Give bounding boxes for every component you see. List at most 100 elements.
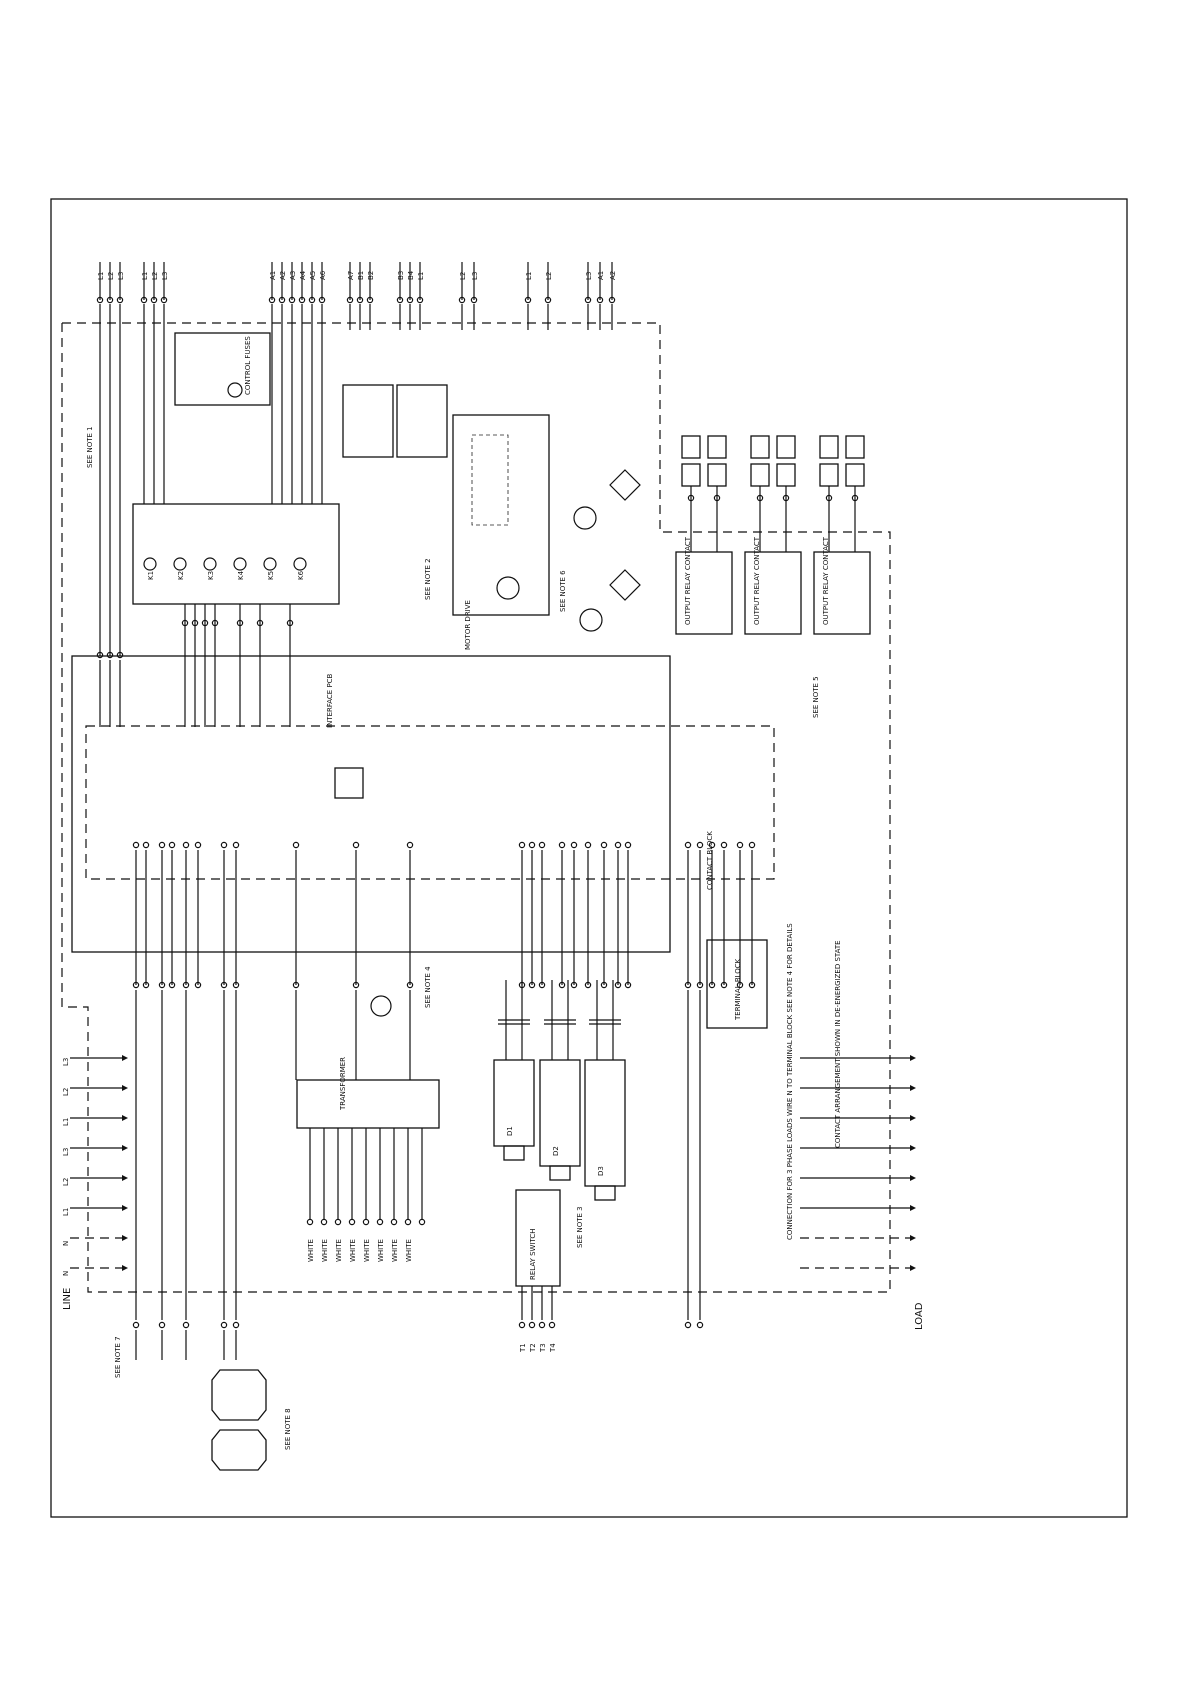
note-7-callout: SEE NOTE 7 xyxy=(114,1336,122,1378)
note-6-callout: SEE NOTE 6 xyxy=(559,570,567,612)
terminal xyxy=(518,841,526,849)
output-relay-3 xyxy=(813,551,871,635)
terminal xyxy=(696,1321,704,1329)
arrow-head xyxy=(910,1085,916,1091)
contact-square xyxy=(845,463,865,487)
contact-square xyxy=(707,435,727,459)
terminal xyxy=(182,981,190,989)
upper-left-relay-box xyxy=(132,503,340,605)
output-relay-2 xyxy=(744,551,802,635)
control-fuses-label: CONTROL FUSES xyxy=(244,336,252,395)
top-terminal-label: L1 xyxy=(141,272,149,280)
contact-square xyxy=(681,435,701,459)
contact-note: CONTACT ARRANGEMENT SHOWN IN DE-ENERGIZE… xyxy=(834,940,842,1148)
terminal xyxy=(96,651,104,659)
terminal xyxy=(406,981,414,989)
terminal xyxy=(232,841,240,849)
terminal xyxy=(404,1218,412,1226)
terminal xyxy=(528,841,536,849)
arrow-head xyxy=(122,1085,128,1091)
line-arrow-label: N xyxy=(62,1241,70,1246)
white-wire-label: WHITE xyxy=(391,1239,399,1262)
terminal xyxy=(220,841,228,849)
motor-drive-label: MOTOR DRIVE xyxy=(464,600,472,650)
terminal xyxy=(518,981,526,989)
top-terminal-label: L1 xyxy=(417,272,425,280)
terminal xyxy=(720,981,728,989)
terminal xyxy=(194,981,202,989)
arrow-head xyxy=(910,1175,916,1181)
top-terminal-label: L3 xyxy=(471,272,479,280)
terminal xyxy=(132,981,140,989)
bottom-terminal-label: T3 xyxy=(539,1343,547,1353)
terminal xyxy=(256,619,264,627)
terminal xyxy=(736,841,744,849)
relay-label: K1 xyxy=(147,571,155,580)
terminal xyxy=(708,841,716,849)
terminal xyxy=(736,981,744,989)
terminal xyxy=(96,296,104,304)
terminal xyxy=(168,981,176,989)
fuse-holder-box xyxy=(174,332,271,406)
load-side-label: LOAD xyxy=(914,1302,925,1330)
terminal xyxy=(518,1321,526,1329)
lower-motor-symbol xyxy=(370,995,392,1017)
relay-coil xyxy=(203,557,217,571)
relay-label: K4 xyxy=(237,570,245,580)
arrow-head xyxy=(122,1055,128,1061)
terminal xyxy=(306,1218,314,1226)
terminal xyxy=(614,981,622,989)
terminal xyxy=(268,296,276,304)
terminal xyxy=(142,841,150,849)
terminal xyxy=(524,296,532,304)
bottom-terminal-label: T4 xyxy=(549,1343,557,1353)
arrow-head xyxy=(910,1055,916,1061)
output-relay-label: OUTPUT RELAY CONTACT xyxy=(822,536,830,625)
enclosure-outline xyxy=(61,322,891,1293)
arrow-head xyxy=(910,1115,916,1121)
arrow-head xyxy=(122,1115,128,1121)
terminal xyxy=(687,494,695,502)
note-1-callout: SEE NOTE 1 xyxy=(86,426,94,468)
contact-square xyxy=(819,435,839,459)
contact-square xyxy=(681,463,701,487)
output-relay-label: OUTPUT RELAY CONTACT xyxy=(684,536,692,625)
line-arrow-label: L3 xyxy=(62,1058,70,1066)
arrow-head xyxy=(122,1205,128,1211)
terminal xyxy=(614,841,622,849)
arrow-head xyxy=(122,1235,128,1241)
terminal xyxy=(584,841,592,849)
terminal xyxy=(286,619,294,627)
top-terminal-label: A1 xyxy=(597,271,605,280)
terminal xyxy=(684,981,692,989)
terminal xyxy=(191,619,199,627)
line-arrow-label: L2 xyxy=(62,1178,70,1186)
terminal xyxy=(825,494,833,502)
bridge-rectifier-2 xyxy=(579,569,641,632)
white-wire-label: WHITE xyxy=(307,1239,315,1262)
white-wire-label: WHITE xyxy=(349,1239,357,1262)
terminal xyxy=(292,841,300,849)
diode-label: D2 xyxy=(552,1146,560,1156)
top-terminal-label: L3 xyxy=(585,272,593,280)
terminal xyxy=(346,296,354,304)
interface-panel xyxy=(71,655,671,953)
terminal xyxy=(538,1321,546,1329)
diode-label: D1 xyxy=(506,1126,514,1136)
arrow-head xyxy=(910,1235,916,1241)
line-arrow-label: N xyxy=(62,1271,70,1276)
terminal xyxy=(684,1321,692,1329)
top-terminal-label: A2 xyxy=(279,271,287,280)
diode-cap xyxy=(549,1165,571,1181)
top-terminal-label: L2 xyxy=(107,272,115,280)
terminal xyxy=(548,1321,556,1329)
pcb-chip xyxy=(334,767,364,799)
diode-body xyxy=(539,1059,581,1167)
terminal xyxy=(278,296,286,304)
diode-body xyxy=(493,1059,535,1147)
terminal xyxy=(696,981,704,989)
terminal xyxy=(713,494,721,502)
top-terminal-label: B4 xyxy=(407,270,415,280)
